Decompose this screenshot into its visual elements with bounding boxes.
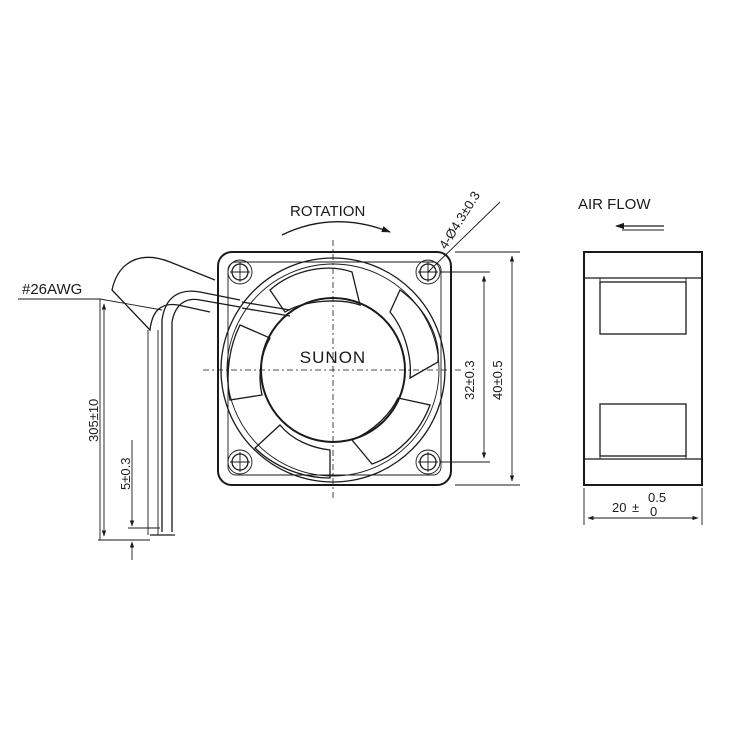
lead-wires <box>111 256 291 536</box>
rotation-label: ROTATION <box>290 203 365 220</box>
wire-gauge-leader <box>18 298 163 311</box>
frame-size-label: 40±0.5 <box>490 360 505 400</box>
strip-length-label: 5±0.3 <box>118 458 133 490</box>
fan-blade <box>254 424 331 479</box>
lead-wire <box>171 298 241 532</box>
lead-wire <box>161 290 241 532</box>
fan-side-window-bottom <box>599 403 687 457</box>
side-view: AIR FLOW 20 ± 0.5 0 <box>578 196 703 525</box>
brand-logo-text: SUNON <box>300 348 366 367</box>
fan-blade <box>227 324 271 401</box>
hole-pitch-label: 32±0.3 <box>462 360 477 400</box>
fan-side-outline <box>583 251 703 486</box>
fan-blade <box>350 397 431 465</box>
thickness-pm-label: ± <box>632 500 639 515</box>
wire-gauge-label: #26AWG <box>22 281 82 298</box>
lead-length-label: 305±10 <box>86 399 101 442</box>
rotation-arrow <box>281 221 391 236</box>
fan-frame-outer <box>217 251 452 486</box>
thickness-nominal-label: 20 <box>612 500 626 515</box>
fan-side-window-top <box>599 281 687 335</box>
air-flow-label: AIR FLOW <box>578 196 651 213</box>
fan-blade <box>389 289 439 380</box>
thickness-lower-label: 0 <box>650 504 657 519</box>
hole-spec-label: 4-Ø4.3±0.3 <box>436 189 483 252</box>
fan-blade <box>269 267 361 313</box>
thickness-upper-label: 0.5 <box>648 490 666 505</box>
front-view: SUNON ROTATION 4-Ø4.3±0.3 #26AWG 32±0.3 <box>18 189 520 560</box>
cable-sleeve <box>111 256 216 332</box>
hole-spec-leader <box>427 201 501 273</box>
